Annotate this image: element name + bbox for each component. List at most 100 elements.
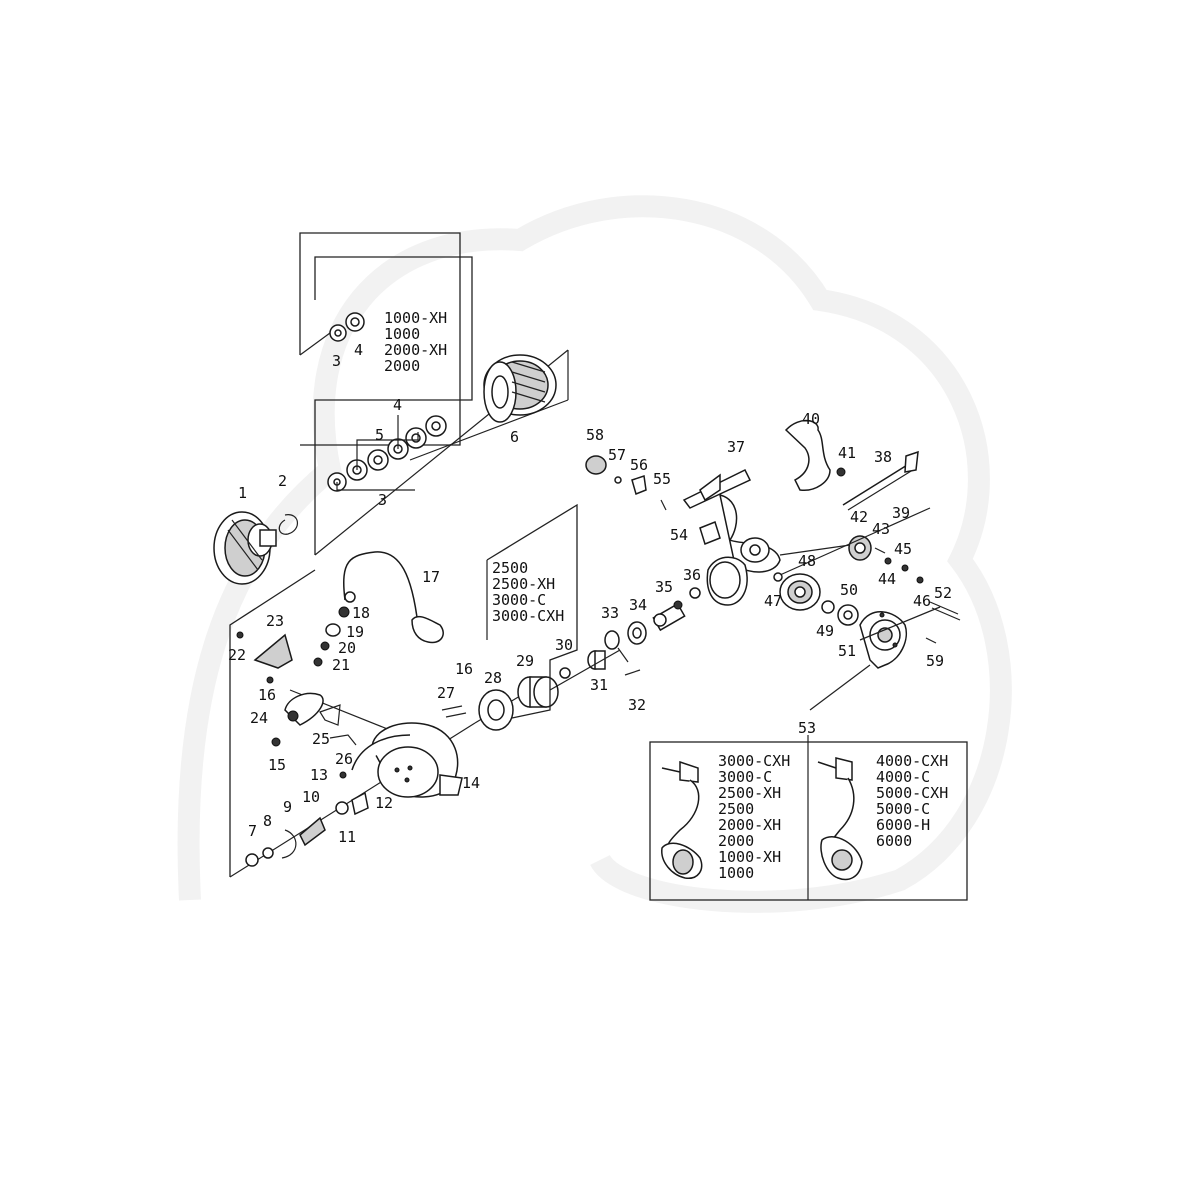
part-label: 57 bbox=[608, 446, 626, 464]
part-label: 34 bbox=[629, 596, 647, 614]
part-label: 32 bbox=[628, 696, 646, 714]
spool-models-large: 2500 2500-XH 3000-C 3000-CXH bbox=[492, 559, 564, 625]
handle-models-left: 3000-CXH 3000-C 2500-XH 2500 2000-XH 200… bbox=[718, 752, 790, 882]
drag-knob bbox=[213, 511, 277, 585]
part-label: 21 bbox=[332, 656, 350, 674]
part-label: 58 bbox=[586, 426, 604, 444]
part-label: 54 bbox=[670, 526, 688, 544]
model-text: 2500 bbox=[492, 559, 528, 577]
body-group bbox=[229, 419, 961, 878]
part-label: 55 bbox=[653, 470, 671, 488]
model-text: 1000-XH bbox=[384, 309, 447, 327]
part-label: 7 bbox=[248, 822, 257, 840]
part-label: 4 bbox=[393, 396, 402, 414]
model-text: 6000 bbox=[876, 832, 912, 850]
model-text: 2000-XH bbox=[718, 816, 781, 834]
part-label: 5 bbox=[375, 426, 384, 444]
spool-clip bbox=[278, 514, 298, 535]
part-label: 14 bbox=[462, 774, 480, 792]
part-label: 4 bbox=[354, 341, 363, 359]
model-text: 2500-XH bbox=[718, 784, 781, 802]
part-label: 13 bbox=[310, 766, 328, 784]
model-text: 3000-C bbox=[492, 591, 546, 609]
part-label: 23 bbox=[266, 612, 284, 630]
model-text: 1000-XH bbox=[718, 848, 781, 866]
part-label: 46 bbox=[913, 592, 931, 610]
model-text: 3000-CXH bbox=[492, 607, 564, 625]
part-label: 1 bbox=[238, 484, 247, 502]
model-text: 6000-H bbox=[876, 816, 930, 834]
handle-group bbox=[649, 735, 968, 901]
part-label: 3 bbox=[378, 491, 387, 509]
part-label: 28 bbox=[484, 669, 502, 687]
part-label: 15 bbox=[268, 756, 286, 774]
part-label: 52 bbox=[934, 584, 952, 602]
shaft-parts bbox=[652, 587, 701, 632]
part-label: 42 bbox=[850, 508, 868, 526]
part-label: 43 bbox=[872, 520, 890, 538]
rotor bbox=[351, 722, 463, 798]
part-label: 59 bbox=[926, 652, 944, 670]
model-text: 2000 bbox=[384, 357, 420, 375]
part-label: 18 bbox=[352, 604, 370, 622]
model-text: 2500-XH bbox=[492, 575, 555, 593]
handle-models-right: 4000-CXH 4000-C 5000-CXH 5000-C 6000-H 6… bbox=[876, 752, 948, 850]
part-label: 8 bbox=[263, 812, 272, 830]
side-cover bbox=[784, 419, 831, 491]
part-label: 10 bbox=[302, 788, 320, 806]
part-label: 25 bbox=[312, 730, 330, 748]
model-text: 1000 bbox=[384, 325, 420, 343]
spool-group bbox=[213, 232, 569, 585]
model-text: 2500 bbox=[718, 800, 754, 818]
bail-arm bbox=[253, 633, 293, 669]
part-label: 47 bbox=[764, 592, 782, 610]
part-label: 11 bbox=[338, 828, 356, 846]
part-label: 19 bbox=[346, 623, 364, 641]
spool-models-small: 1000-XH 1000 2000-XH 2000 bbox=[384, 309, 447, 375]
part-label: 38 bbox=[874, 448, 892, 466]
part-label: 27 bbox=[437, 684, 455, 702]
part-label: 49 bbox=[816, 622, 834, 640]
part-label: 20 bbox=[338, 639, 356, 657]
model-text: 1000 bbox=[718, 864, 754, 882]
part-label: 50 bbox=[840, 581, 858, 599]
gear-housing bbox=[859, 611, 907, 669]
part-label: 45 bbox=[894, 540, 912, 558]
bail-wire bbox=[343, 551, 419, 626]
part-label: 16 bbox=[455, 660, 473, 678]
model-text: 3000-C bbox=[718, 768, 772, 786]
handle-right bbox=[817, 757, 863, 881]
part-label: 3 bbox=[332, 352, 341, 370]
part-label: 17 bbox=[422, 568, 440, 586]
part-label: 16 bbox=[258, 686, 276, 704]
part-label: 24 bbox=[250, 709, 268, 727]
part-label: 30 bbox=[555, 636, 573, 654]
handle-left bbox=[661, 760, 703, 879]
part-18 bbox=[338, 606, 350, 618]
part-label: 36 bbox=[683, 566, 701, 584]
part-label: 26 bbox=[335, 750, 353, 768]
part-label: 40 bbox=[802, 410, 820, 428]
part-label: 12 bbox=[375, 794, 393, 812]
part-label: 35 bbox=[655, 578, 673, 596]
part-label: 9 bbox=[283, 798, 292, 816]
watermark bbox=[177, 195, 1012, 913]
part-label: 37 bbox=[727, 438, 745, 456]
part-label: 56 bbox=[630, 456, 648, 474]
model-text: 4000-CXH bbox=[876, 752, 948, 770]
part-label: 44 bbox=[878, 570, 896, 588]
part-label: 6 bbox=[510, 428, 519, 446]
part-label: 48 bbox=[798, 552, 816, 570]
part-label: 51 bbox=[838, 642, 856, 660]
model-text: 5000-C bbox=[876, 800, 930, 818]
part-label: 22 bbox=[228, 646, 246, 664]
part-labels: 1 2 3 4 5 4 3 6 7 8 9 10 11 12 13 14 15 … bbox=[228, 341, 952, 846]
part-label: 33 bbox=[601, 604, 619, 622]
part-label: 29 bbox=[516, 652, 534, 670]
model-text: 2000-XH bbox=[384, 341, 447, 359]
part-label: 39 bbox=[892, 504, 910, 522]
model-text: 3000-CXH bbox=[718, 752, 790, 770]
part-label: 53 bbox=[798, 719, 816, 737]
